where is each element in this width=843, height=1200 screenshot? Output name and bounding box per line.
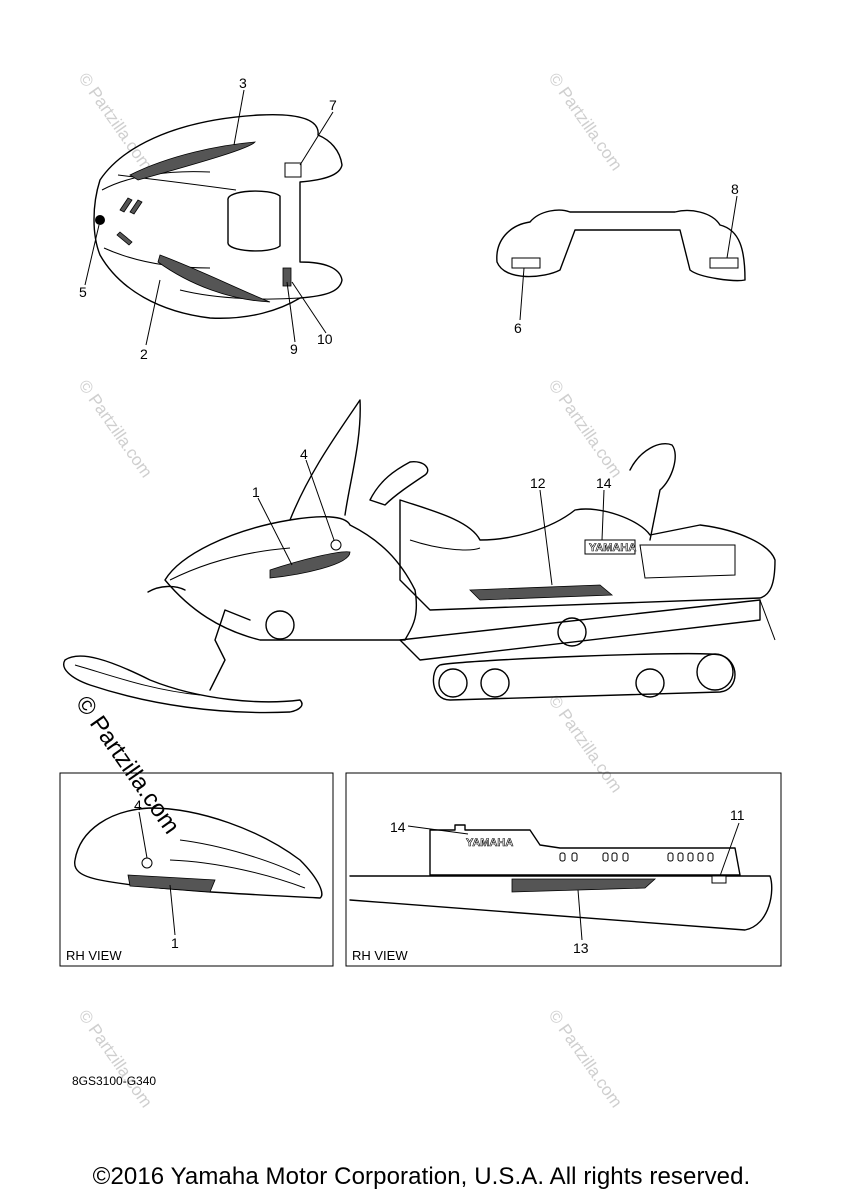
watermark-4: © Partzilla.com <box>545 376 626 481</box>
callout-12: 12 <box>530 475 546 491</box>
watermark-5: © Partzilla.com <box>545 691 626 796</box>
detail-box-left: RH VIEW <box>59 772 334 967</box>
callout-9: 9 <box>290 341 298 357</box>
callout-13: 13 <box>573 940 589 956</box>
left-box-view-label: RH VIEW <box>66 948 122 963</box>
watermark-6: © Partzilla.com <box>75 1006 156 1111</box>
detail-box-right: YAMAHA RH VIEW <box>345 772 782 967</box>
callout-4-detail: 4 <box>134 797 142 813</box>
watermark-1: © Partzilla.com <box>75 69 156 174</box>
snowmobile-side-view: YAMAHA <box>63 399 776 714</box>
watermark-7: © Partzilla.com <box>545 1006 626 1111</box>
seat-yamaha-decal: YAMAHA <box>589 542 636 554</box>
right-box-view-label: RH VIEW <box>352 948 408 963</box>
callout-14: 14 <box>596 475 612 491</box>
rear-bumper-view <box>496 209 746 282</box>
callout-7: 7 <box>329 97 337 113</box>
callout-4: 4 <box>300 446 308 462</box>
callouts: 3 7 5 2 9 10 8 6 1 4 12 14 4 1 14 11 13 <box>79 75 745 956</box>
copyright-notice: ©2016 Yamaha Motor Corporation, U.S.A. A… <box>92 1163 751 1190</box>
right-box-yamaha-decal: YAMAHA <box>466 837 513 849</box>
part-code: 8GS3100-G340 <box>72 1074 157 1088</box>
callout-14-detail: 14 <box>390 819 406 835</box>
callout-1-detail: 1 <box>171 935 179 951</box>
callout-11: 11 <box>730 807 745 823</box>
callout-10: 10 <box>317 331 333 347</box>
watermark-3: © Partzilla.com <box>75 376 156 481</box>
watermark-2: © Partzilla.com <box>545 69 626 174</box>
watermark-large: © Partzilla.com <box>70 691 185 839</box>
callout-5: 5 <box>79 284 87 300</box>
callout-3: 3 <box>239 75 247 91</box>
callout-8: 8 <box>731 181 739 197</box>
callout-6: 6 <box>514 320 522 336</box>
vent-holes <box>559 852 714 862</box>
callout-2: 2 <box>140 346 148 362</box>
hood-top-view <box>93 113 343 319</box>
callout-1: 1 <box>252 484 260 500</box>
leader-lines <box>84 89 740 941</box>
